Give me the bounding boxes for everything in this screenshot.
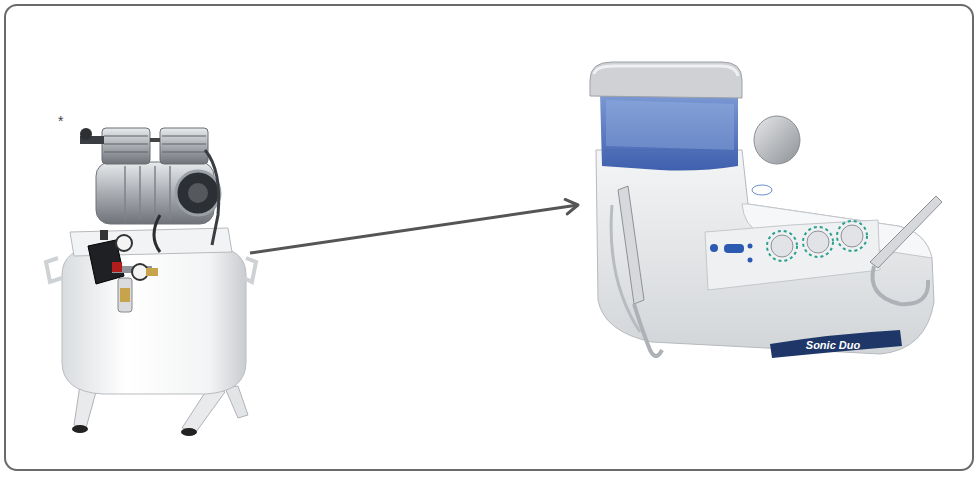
arrowhead <box>565 199 578 213</box>
scaler-unit-drawing <box>590 62 942 358</box>
compressor-drawing <box>46 128 256 436</box>
arrow-connector <box>250 199 578 253</box>
text-holder: * <box>58 112 78 130</box>
footnote-mark: * <box>58 114 63 129</box>
scaler-unit-node: Sonic Duo <box>578 58 936 358</box>
connector-line <box>250 205 578 253</box>
compressor-node: * <box>55 112 250 440</box>
text-holder: Sonic Duo <box>778 335 888 353</box>
product-name: Sonic Duo <box>806 339 860 351</box>
